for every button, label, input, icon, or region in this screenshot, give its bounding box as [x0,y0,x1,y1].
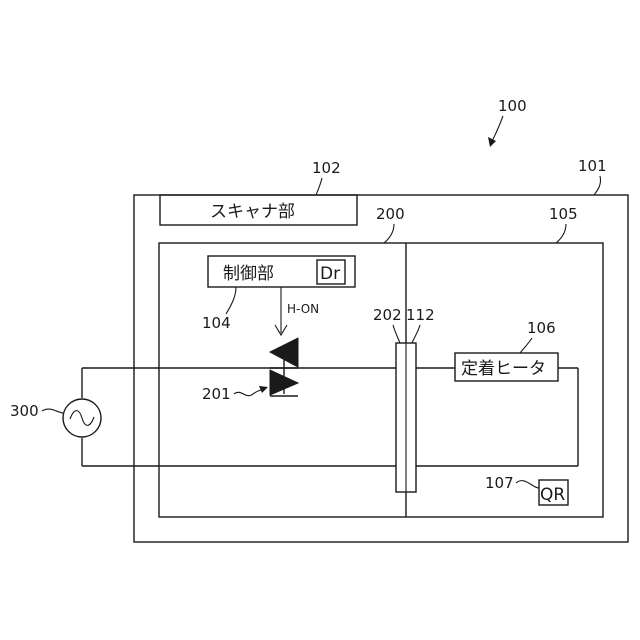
ac-source-leader [42,409,63,413]
power-board-leader [384,224,394,243]
triac-leader [234,386,268,396]
system-ref: 100 [498,97,527,115]
connector-a-ref: 202 [373,306,402,324]
thermal-switch-label: QR [540,485,565,505]
connector-b-leader [412,325,420,343]
controller-label: 制御部 [223,264,274,284]
signal-label: H-ON [287,302,319,316]
controller-leader [226,287,236,314]
thermal-switch-ref: 107 [485,474,514,492]
system-ref-arrow [488,116,503,147]
fixing-heater-label: 定着ヒータ [461,359,546,379]
scanner-ref: 102 [312,159,341,177]
fixing-heater-leader [520,338,532,353]
fixing-unit-leader [556,224,566,243]
thermal-switch-leader [516,481,539,488]
fixing-unit-ref: 105 [549,205,578,223]
connector-b-ref: 112 [406,306,435,324]
controller-ref: 104 [202,314,231,332]
power-board-ref: 200 [376,205,405,223]
ac-source-ref: 300 [10,402,39,420]
connector-a-leader [393,325,400,343]
triac-ref: 201 [202,385,231,403]
scanner-label: スキャナ部 [210,202,295,222]
ac-source-symbol [63,399,101,437]
fixing-heater-ref: 106 [527,319,556,337]
apparatus-leader [594,176,601,195]
scanner-leader [316,178,322,195]
apparatus-ref: 101 [578,157,607,175]
driver-label: Dr [320,264,340,284]
